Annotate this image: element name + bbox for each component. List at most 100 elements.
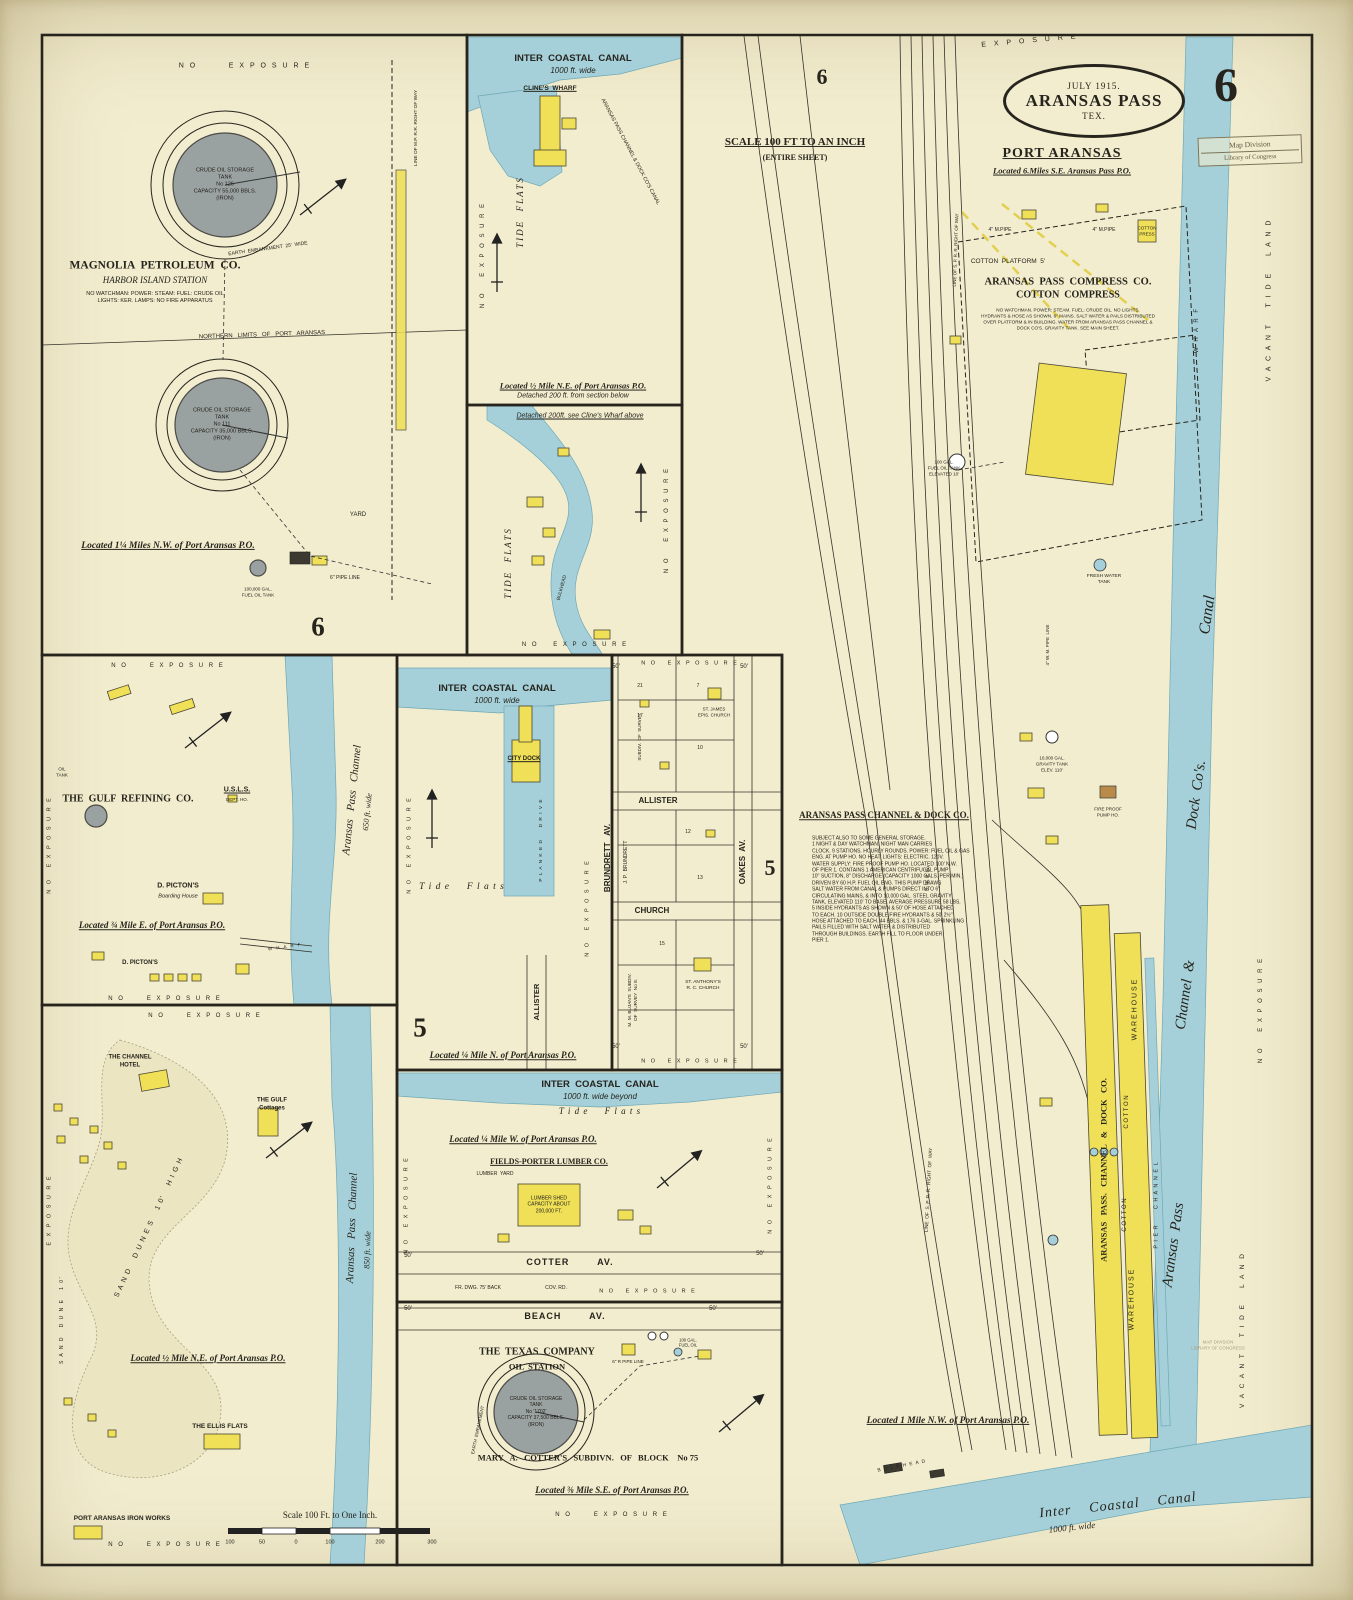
- fr-dwg-back-label: FR. DWG. 75' BACK: [455, 1284, 501, 1291]
- lumber-yard-label: LUMBER YARD: [476, 1170, 514, 1177]
- stamp-lower: MAP DIVISION LIBRARY OF CONGRESS: [1191, 1339, 1245, 1350]
- iron-works-label: PORT ARANSAS IRON WORKS: [73, 1514, 171, 1522]
- scale-tick-300: 300: [427, 1539, 437, 1546]
- pump-house-label: FIRE PROOF PUMP HO.: [1094, 806, 1122, 817]
- p3-no-exposure-right: N O E X P O S U R E: [664, 466, 671, 574]
- p9-tide-flats: T i d e F l a t s: [558, 1106, 642, 1117]
- p2-located-note: Located ½ Mile N.E. of Port Aransas P.O.: [499, 380, 647, 391]
- p9-50-left: 50': [404, 1253, 412, 1260]
- p1-no-exposure-top: N O E X P O S U R E: [178, 62, 312, 70]
- p3-detached-note: Detached 200ft. see Cline's Wharf above: [516, 412, 644, 420]
- tank-1702-label: CRUDE OIL STORAGE TANK No '1702' CAPACIT…: [507, 1396, 565, 1428]
- cotton-compress-building: [1025, 362, 1127, 486]
- platform-outlines: [391, 60, 1203, 600]
- p4-section-number: 6: [816, 63, 828, 89]
- warehouse-building: [1080, 904, 1128, 1436]
- subdiv-survey-label: SUBDIV. OF SURVEY: [637, 713, 643, 761]
- p1-row-label: LINE OF M.P. R.R. RIGHT OF WAY: [413, 89, 419, 167]
- p2-tide-flats: TIDE FLATS: [515, 176, 526, 248]
- compass-arrows: [184, 178, 765, 1433]
- p9-icc-title: INTER COASTAL CANAL: [541, 1078, 659, 1090]
- sand-dunes-shape: [67, 1039, 229, 1478]
- p3-no-exposure-bottom: N O E X P O S U R E: [521, 642, 629, 649]
- wm-pipe-line-label: 4'' W. M. PIPE LINE: [1045, 624, 1051, 666]
- water-tanks-blue: [673, 558, 1119, 1357]
- cotter-av-street: COTTER AV.: [526, 1257, 614, 1268]
- warehouse-building: [1113, 932, 1159, 1439]
- lot-15: 15: [659, 940, 665, 947]
- warehouse-vert-1: W A R E H O U S E: [1131, 979, 1139, 1041]
- oakes-av-street: OAKES AV.: [737, 839, 747, 885]
- p9-located-note: Located ¼ Mile W. of Port Aransas P.O.: [449, 1134, 597, 1145]
- cotton-vert-2: C O T T O N: [1122, 1198, 1129, 1232]
- church-street: CHURCH: [634, 905, 670, 915]
- fresh-water-tank-label: FRESH WATER TANK: [1086, 573, 1122, 585]
- p10-50-right: 50': [709, 1306, 717, 1313]
- corner-50-br: 50': [740, 1044, 748, 1051]
- magnolia-notes: NO WATCHMAN: POWER: STEAM: FUEL: CRUDE O…: [86, 290, 224, 304]
- st-anthony-church-label: ST. ANTHONY'S R. C. CHURCH: [685, 979, 721, 991]
- p7-icc-width: 1000 ft. wide: [474, 695, 520, 705]
- m-pipe-label-a: 4'' M.PIPE: [988, 226, 1012, 233]
- clines-wharf-label: CLINE'S WHARF: [523, 84, 577, 92]
- mary-cotter-label: MARY A. COTTER'S SUBDIVN. OF BLOCK No 75: [477, 1452, 699, 1463]
- warehouse-vert-2: W A R E H O U S E: [1128, 1269, 1136, 1331]
- p8-no-exposure-top: N O E X P O S U R E: [641, 660, 739, 667]
- p10-pipe-label: 6'' R PIPE LINE: [612, 1359, 644, 1365]
- picton-name: D. PICTON'S: [157, 882, 199, 890]
- m-pipe-label-b: 4'' M.PIPE: [1092, 226, 1116, 233]
- corner-50-tl: 50': [612, 664, 620, 671]
- jp-brundrett-label: J. P. BRUNDRETT: [622, 840, 629, 884]
- allister-street: ALLISTER: [638, 795, 678, 805]
- p4-located-note: Located 1 Mile N.W. of Port Aransas P.O.: [866, 1415, 1030, 1426]
- texas-co-sub: OIL STATION: [508, 1361, 566, 1372]
- cotton-platform-label: COTTON PLATFORM 5': [970, 257, 1046, 265]
- p9-no-exposure-right: N O E X P O S U R E: [767, 1136, 774, 1234]
- p7-tide-flats: T i d e F l a t s: [419, 881, 505, 892]
- scale-caption: Scale 100 Ft. to One Inch.: [282, 1510, 378, 1521]
- planked-drive-label: P L A N K E D D R I V E: [538, 798, 544, 882]
- p9-no-exposure-bottom: N O E X P O S U R E: [599, 1288, 697, 1295]
- compress-notes: NO WATCHMAN. POWER: STEAM. FUEL: CRUDE O…: [981, 307, 1155, 330]
- yard-label: YARD: [349, 512, 367, 519]
- ellis-flats-label: THE ELLIS FLATS: [192, 1422, 248, 1430]
- channel-hotel-label: THE CHANNEL HOTEL: [108, 1054, 152, 1068]
- cotton-press-label: COTTON PRESS: [1137, 225, 1157, 236]
- p7-no-exposure-left: N O E X P O S U R E: [406, 796, 413, 894]
- lot-17: 17: [637, 712, 643, 719]
- p6-no-exposure-bottom: N O E X P O S U R E: [108, 1542, 222, 1549]
- scale-tick-100r: 100: [325, 1539, 335, 1546]
- library-stamp: Map Division Library of Congress: [1197, 134, 1303, 167]
- compress-title: ARANSAS PASS COMPRESS CO.: [984, 276, 1152, 288]
- p5-no-exposure-bottom: N O E X P O S U R E: [108, 996, 222, 1003]
- p7-icc-title: INTER COASTAL CANAL: [438, 682, 556, 694]
- stamp-line2: Library of Congress: [1201, 149, 1300, 163]
- p4-no-exposure-right: N O E X P O S U R E: [1258, 956, 1265, 1064]
- fuel-tank-elevated-label: 100 GAL. FUEL OIL TANK ELEVATED 10': [927, 459, 961, 476]
- p7-located-note: Located ¼ Mile N. of Port Aransas P.O.: [429, 1050, 577, 1061]
- inter-coastal-canal: [839, 1424, 1313, 1566]
- lot-12: 12: [685, 828, 691, 835]
- beach-av-street: BEACH AV.: [524, 1311, 606, 1322]
- port-aransas-heading: PORT ARANSAS: [1002, 146, 1122, 162]
- dark-structures: [289, 551, 945, 1479]
- railroad-lines: [41, 35, 1093, 1459]
- city-dock-label: CITY DOCK: [507, 756, 541, 763]
- p8-section-number: 5: [764, 854, 776, 880]
- cov-rd-label: COV. RD.: [545, 1284, 567, 1291]
- magnolia-title: MAGNOLIA PETROLEUM CO.: [69, 259, 241, 272]
- lot-10: 10: [697, 744, 703, 751]
- p1-fuel-tank-label: 100,000 GAL. FUEL OIL TANK: [241, 586, 275, 597]
- p9-icc-width: 1000 ft. wide beyond: [563, 1091, 637, 1101]
- scale-heading-sub: (ENTIRE SHEET): [762, 152, 828, 162]
- corner-50-bl: 50': [612, 1044, 620, 1051]
- p6-located-note: Located ½ Mile N.E. of Port Aransas P.O.: [130, 1353, 286, 1364]
- scale-tick-50: 50: [258, 1539, 266, 1546]
- p2-detached-note: Detached 200 ft. from section below: [517, 392, 629, 400]
- scale-tick-200: 200: [375, 1539, 385, 1546]
- water-layer: [284, 36, 1313, 1566]
- p3-tide-flats: TIDE FLATS: [503, 527, 514, 599]
- vacant-tide-land-upper: V A C A N T T I D E L A N D: [1265, 218, 1273, 382]
